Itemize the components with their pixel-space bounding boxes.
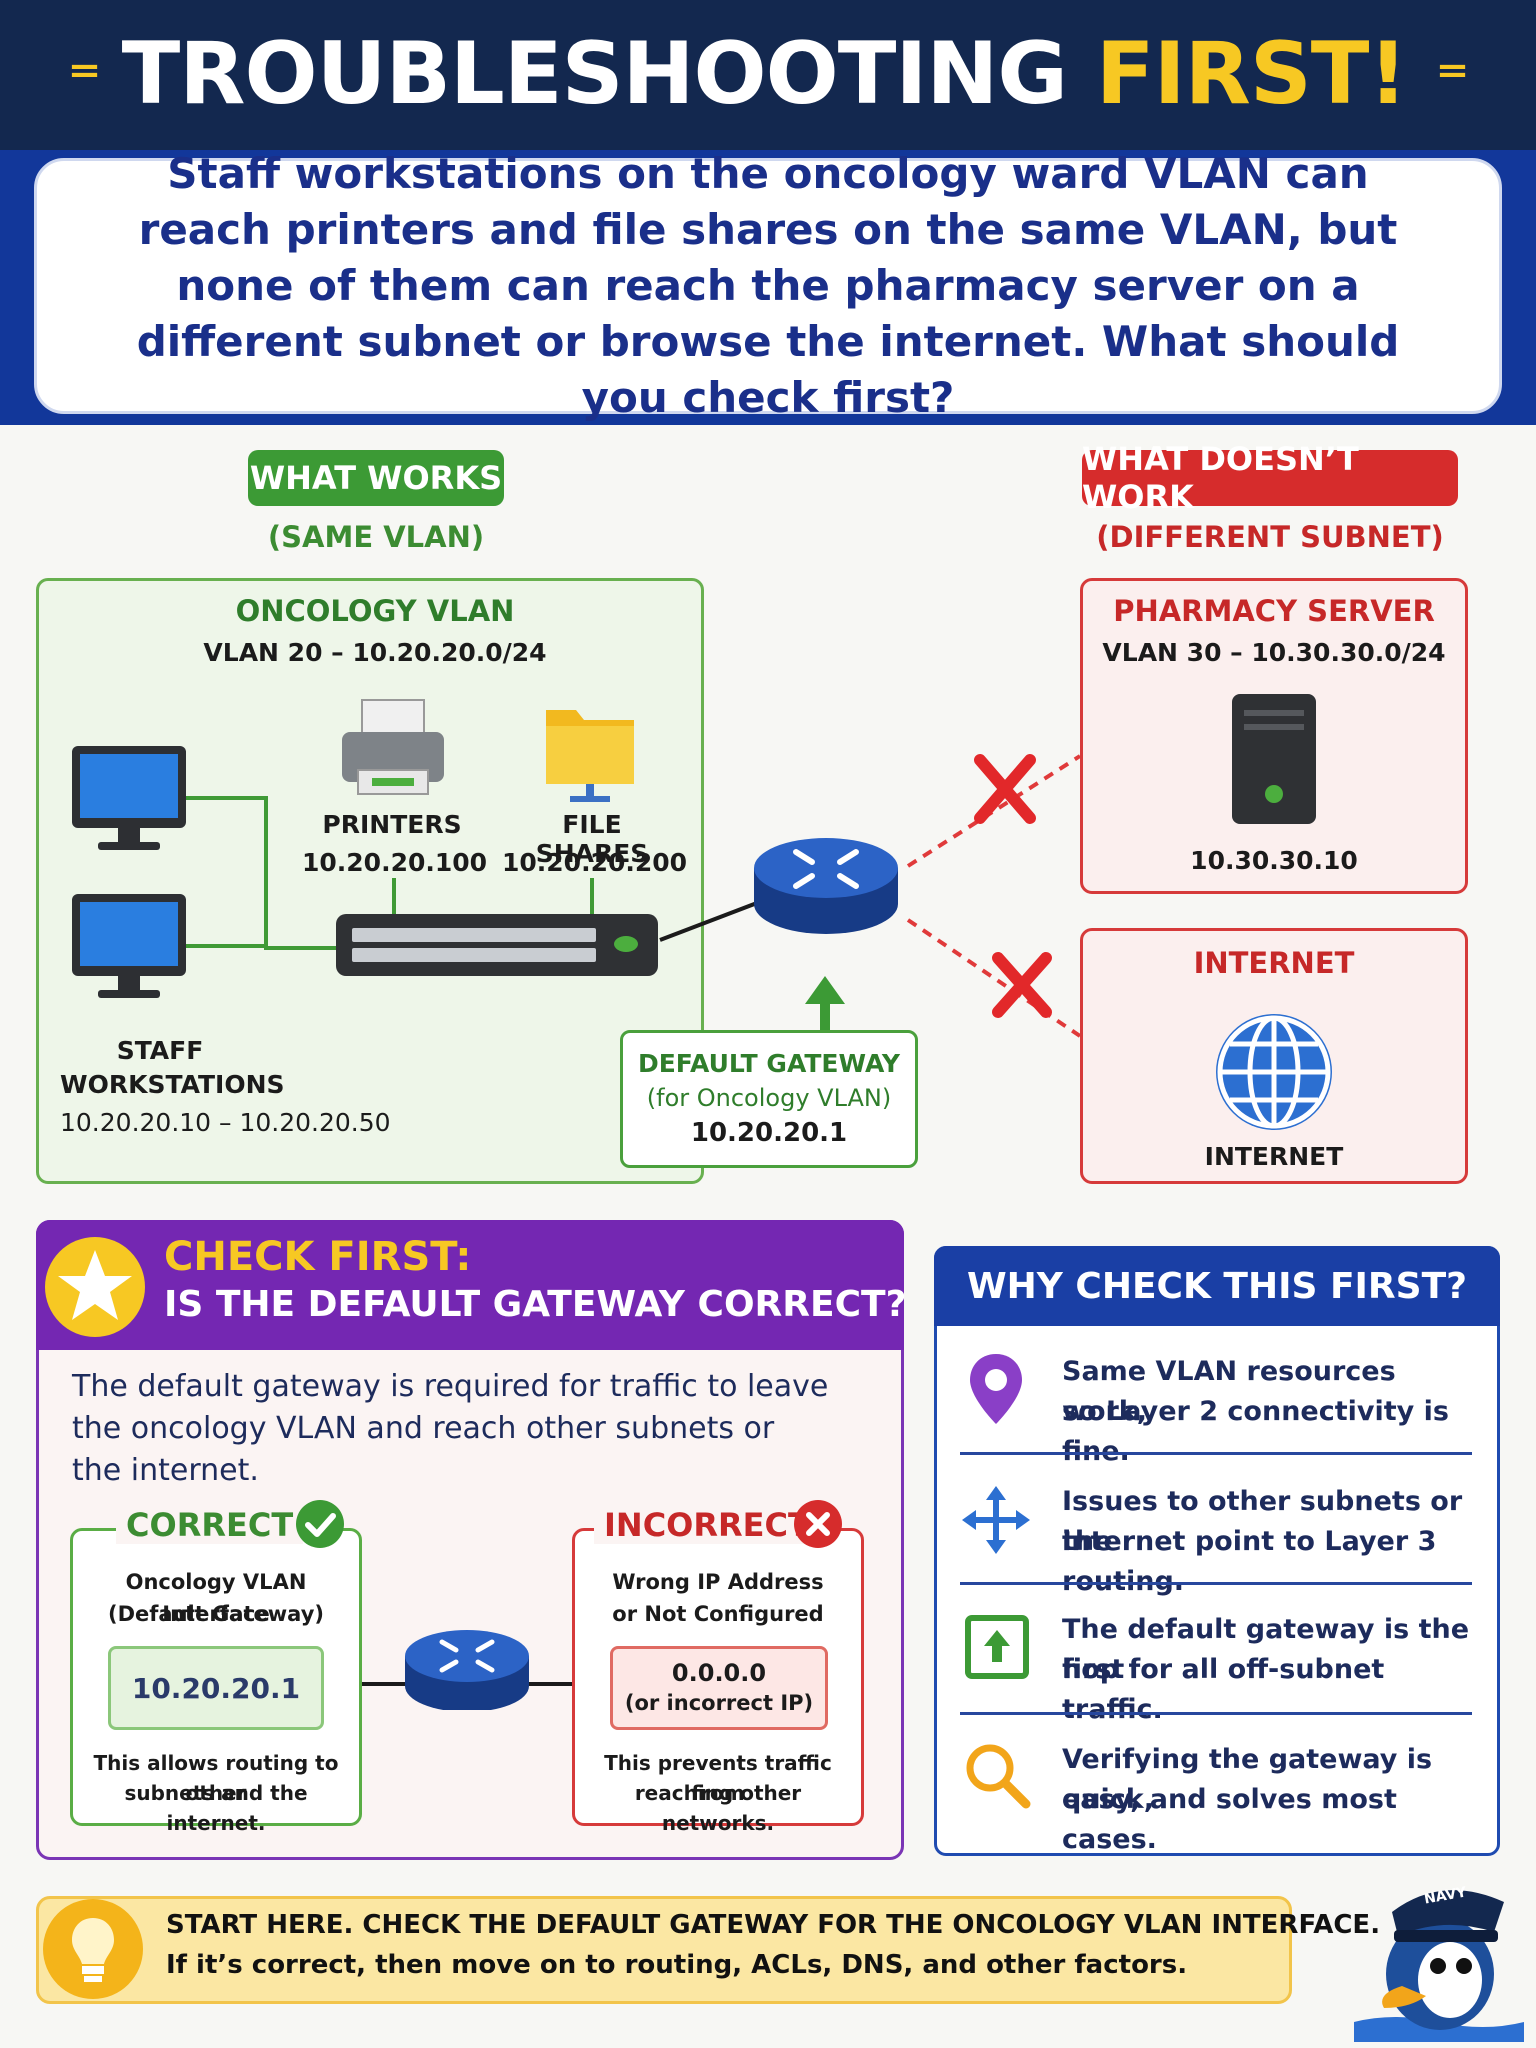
question-text: Staff workstations on the oncology ward …: [136, 149, 1400, 422]
incorrect-note1: This prevents traffic from: [604, 1751, 832, 1805]
move-arrows-icon: [962, 1486, 1030, 1554]
sparkle-right-icon: ⁼: [1435, 45, 1470, 119]
header-bar: [0, 0, 1536, 150]
incorrect-ip-note: (or incorrect IP): [624, 1691, 814, 1715]
fileshares-ip: 10.20.20.200: [502, 848, 688, 877]
same-vlan-subtitle: (SAME VLAN): [267, 520, 485, 554]
correct-ip-box: 10.20.20.1: [108, 1646, 324, 1730]
correct-line2: (Default Gateway): [108, 1602, 324, 1626]
check-circle-icon: [296, 1500, 344, 1548]
workstations-range: 10.20.20.10 – 10.20.20.50: [60, 1108, 391, 1137]
pharmacy-ip: 10.30.30.10: [1190, 846, 1358, 875]
workstation-icon: [72, 894, 186, 998]
gateway-title: DEFAULT GATEWAY: [637, 1049, 901, 1078]
server-icon: [1232, 694, 1316, 824]
gateway-ip: 10.20.20.1: [690, 1118, 848, 1148]
incorrect-ip-box: 0.0.0.0 (or incorrect IP): [610, 1646, 828, 1730]
up-arrow-box-icon: [965, 1615, 1029, 1679]
why-item-2-line2: internet point to Layer 3 routing.: [1062, 1526, 1437, 1597]
why-divider: [960, 1712, 1472, 1715]
what-works-badge: WHAT WORKS: [248, 450, 504, 506]
printers-ip: 10.20.20.100: [302, 848, 488, 877]
question-box: Staff workstations on the oncology ward …: [34, 149, 1502, 422]
mascot-duck-icon: [1354, 1890, 1524, 2042]
up-arrow-icon: [805, 976, 845, 1034]
incorrect-ip: 0.0.0.0: [671, 1659, 767, 1687]
oncology-vlan-info: VLAN 20 – 10.20.20.0/24: [203, 638, 547, 667]
different-subnet-subtitle: (DIFFERENT SUBNET): [1096, 520, 1444, 554]
network-diagram: [72, 699, 1082, 1038]
router-icon: [754, 838, 898, 934]
internet-label: INTERNET: [1204, 1142, 1344, 1171]
folder-icon: [546, 710, 634, 802]
incorrect-line2: or Not Configured: [612, 1602, 824, 1626]
why-item-3-line2: hop for all off-subnet traffic.: [1062, 1654, 1385, 1725]
default-gateway-box: DEFAULT GATEWAY (for Oncology VLAN) 10.2…: [620, 1030, 918, 1168]
incorrect-note2: reaching other networks.: [634, 1781, 802, 1835]
workstation-icon: [72, 746, 186, 850]
workstations-label-1: STAFF: [116, 1036, 204, 1065]
fileshares-label: FILE SHARES: [535, 810, 649, 868]
printers-label: PRINTERS: [322, 810, 462, 839]
why-item-4-line1: Verifying the gateway is quick,: [1062, 1744, 1433, 1815]
internet-title: INTERNET: [1193, 946, 1355, 980]
footer-line2: If it’s correct, then move on to routing…: [166, 1950, 1188, 1980]
correct-note1: This allows routing to other: [93, 1751, 339, 1805]
what-doesnt-work-badge: WHAT DOESN’T WORK: [1082, 440, 1458, 516]
footer-line1: START HERE. CHECK THE DEFAULT GATEWAY FO…: [166, 1910, 1381, 1940]
why-item-3-line1: The default gateway is the first: [1062, 1614, 1470, 1685]
correct-line1: Oncology VLAN Interface: [125, 1570, 307, 1626]
workstations-label-2: WORKSTATIONS: [60, 1070, 285, 1099]
star-icon: [45, 1237, 145, 1337]
pharmacy-vlan: VLAN 30 – 10.30.30.0/24: [1102, 638, 1446, 667]
printer-icon: [342, 699, 444, 795]
oncology-vlan-title: ONCOLOGY VLAN: [235, 594, 515, 628]
router-icon: [362, 1630, 572, 1710]
check-first-heading: CHECK FIRST:: [164, 1234, 472, 1280]
incorrect-line1: Wrong IP Address: [612, 1570, 824, 1594]
why-panel: [934, 1246, 1500, 1856]
why-title: WHY CHECK THIS FIRST?: [934, 1246, 1500, 1326]
oncology-vlan-panel: [36, 578, 704, 1184]
sparkle-left-icon: ⁼: [67, 45, 122, 119]
check-first-subheading: IS THE DEFAULT GATEWAY CORRECT?: [164, 1284, 907, 1325]
location-pin-icon: [970, 1354, 1022, 1424]
x-circle-icon: [794, 1500, 842, 1548]
correct-note2: subnets and the internet.: [124, 1781, 308, 1835]
check-first-header: [36, 1220, 904, 1350]
lightbulb-icon: [43, 1899, 143, 1999]
footer-banner: [36, 1896, 1292, 2004]
switch-icon: [336, 914, 658, 976]
check-first-body: The default gateway is required for traf…: [72, 1369, 829, 1488]
why-item-1-line1: Same VLAN resources work,: [1062, 1356, 1396, 1427]
globe-icon: [1216, 1014, 1332, 1130]
gateway-subtitle: (for Oncology VLAN): [646, 1084, 892, 1112]
fail-x-icon: [992, 952, 1052, 1018]
pharmacy-title: PHARMACY SERVER: [1113, 594, 1435, 628]
incorrect-title: INCORRECT: [594, 1506, 820, 1544]
why-item-1-line2: so Layer 2 connectivity is fine.: [1062, 1396, 1449, 1467]
why-divider: [960, 1582, 1472, 1585]
magnifier-icon: [966, 1744, 1031, 1809]
why-item-2-line1: Issues to other subnets or the: [1062, 1486, 1463, 1557]
why-item-4-line2: easy, and solves most cases.: [1062, 1784, 1397, 1855]
why-divider: [960, 1452, 1472, 1455]
correct-title: CORRECT: [116, 1506, 304, 1544]
page-title: ⁼ TROUBLESHOOTING FIRST! ⁼: [67, 24, 1470, 124]
fail-x-icon: [974, 754, 1036, 824]
